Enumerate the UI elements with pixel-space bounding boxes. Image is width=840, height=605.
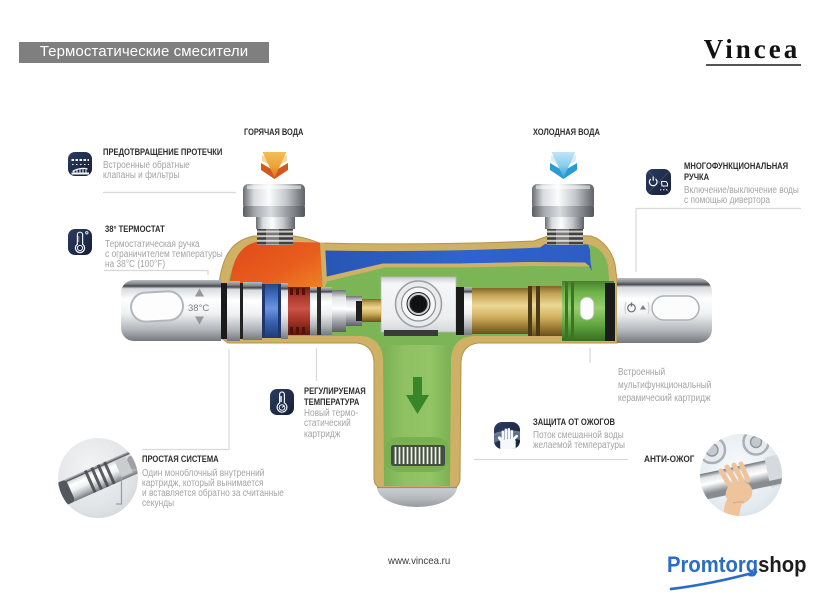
svg-text:38°C: 38°C xyxy=(188,303,209,314)
